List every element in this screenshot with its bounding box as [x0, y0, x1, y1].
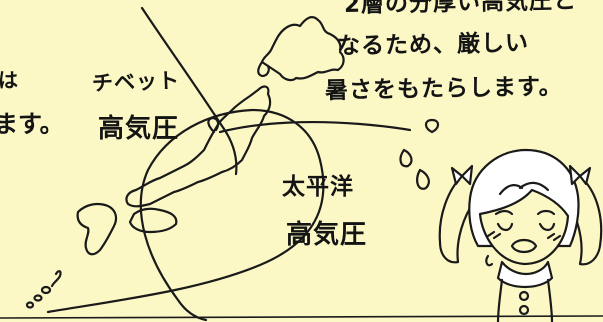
pacific-high-boundary — [218, 120, 412, 134]
tibet-high-label-name: チベット — [91, 68, 181, 96]
tibet-high-label-kind: 高気圧 — [98, 114, 180, 144]
sweat-drops-icon — [399, 118, 440, 190]
island-small-3 — [25, 301, 35, 309]
hokkaido-peninsula — [257, 60, 270, 78]
island-small-1 — [40, 285, 52, 295]
hokkaido-island — [260, 16, 345, 82]
caption-line-3: 暑さをもたらします。 — [325, 73, 564, 105]
island-small-4 — [50, 270, 62, 288]
diagonal-boundary — [140, 6, 238, 176]
caption-line-1: 2層の分厚い高気圧と — [343, 0, 578, 19]
honshu-island — [125, 85, 272, 208]
caption-line-2: なるため、厳しい — [336, 30, 530, 60]
pacific-high-label-name: 太平洋 — [282, 174, 354, 200]
kyushu-island — [76, 202, 118, 256]
island-small-2 — [33, 294, 43, 302]
pacific-high-label-kind: 高気圧 — [286, 220, 368, 250]
left-partial-text: ます。 — [0, 110, 64, 138]
frame-bottom-line — [0, 315, 603, 319]
japan-map-illustration — [25, 16, 345, 309]
worried-girl-illustration — [438, 148, 603, 322]
left-partial-text-top: は — [0, 68, 18, 92]
tibet-high-boundary — [46, 108, 325, 322]
shikoku-island — [128, 207, 178, 234]
